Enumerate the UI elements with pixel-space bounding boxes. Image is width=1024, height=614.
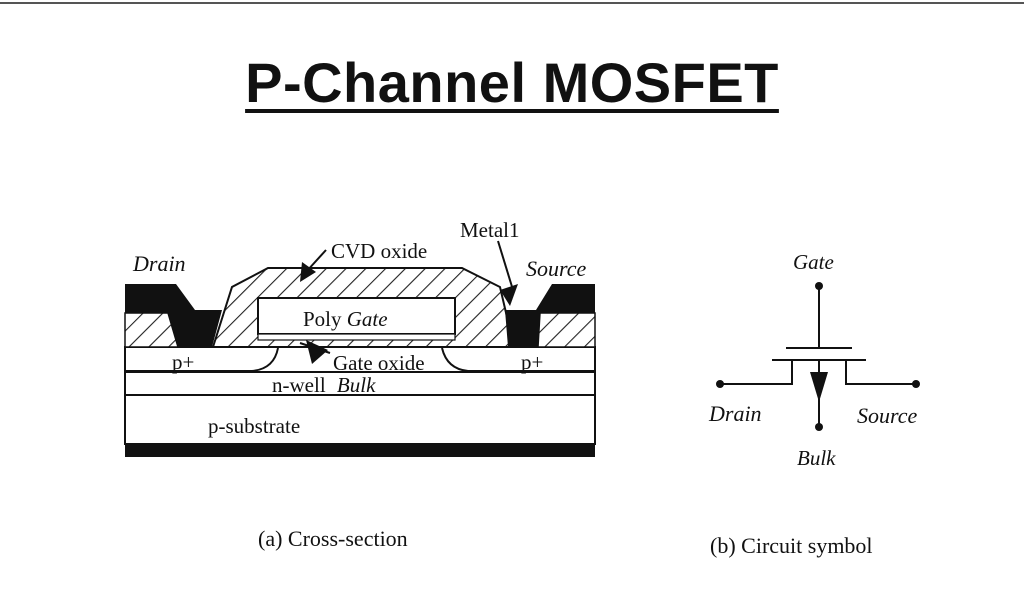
cross-section-caption: (a) Cross-section [258,526,408,551]
poly-label: Poly [303,307,342,331]
p-plus-right-label: p+ [521,350,544,374]
p-plus-right-region [441,347,595,372]
drain-terminal-dot [716,380,724,388]
nwell-label: n-well Bulk [272,375,375,396]
substrate-contact [125,444,595,457]
source-terminal-dot [912,380,920,388]
p-substrate-region [124,394,596,445]
p-substrate-label: p-substrate [208,414,301,438]
bulk-terminal-dot [815,423,823,431]
p-plus-left-label: p+ [172,350,195,374]
drain-lead [720,360,793,385]
gate-oxide-region [257,333,456,341]
bulk-text: Bulk [336,373,376,397]
source-metal [505,284,595,347]
symbol-source-label: Source [857,403,918,428]
symbol-bulk-label: Bulk [797,446,836,470]
n-well-text: n-well [272,373,326,397]
gate-oxide-label: Gate oxide [333,351,425,375]
bulk-arrow-icon [810,372,828,402]
symbol-gate-label: Gate [793,250,834,274]
poly-gate-label: Poly Gate [303,309,388,330]
p-plus-left-region [125,347,279,372]
oxide-right [537,312,596,348]
metal-label: Metal1 [460,218,520,242]
poly-gate-region [257,297,456,335]
source-lead [845,360,916,385]
symbol-drain-label: Drain [709,401,762,426]
cross-section-figure [124,240,596,457]
circuit-symbol-figure [716,282,920,431]
source-label: Source [526,256,587,281]
drain-label: Drain [133,251,186,276]
top-rule [0,2,1024,4]
cvd-oxide-label: CVD oxide [331,239,428,263]
metal-pointer [497,240,514,291]
circuit-symbol-caption: (b) Circuit symbol [710,533,873,558]
gate-label: Gate [346,307,388,331]
page-title: P-Channel MOSFET [245,51,779,114]
drain-metal [125,284,222,347]
